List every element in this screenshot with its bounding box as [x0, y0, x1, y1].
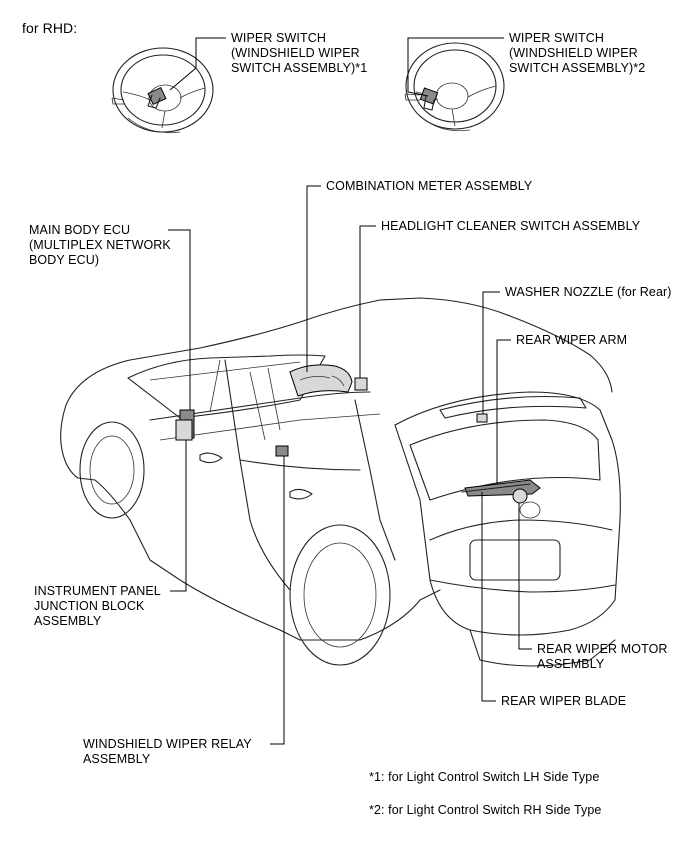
label-wiper-switch-rh: WIPER SWITCH (WINDSHIELD WIPER SWITCH AS…: [509, 31, 646, 75]
label-headlight-cleaner-switch: HEADLIGHT CLEANER SWITCH ASSEMBLY: [381, 219, 641, 233]
label-windshield-wiper-relay: WINDSHIELD WIPER RELAY ASSEMBLY: [83, 737, 252, 766]
label-rear-wiper-blade: REAR WIPER BLADE: [501, 694, 627, 708]
label-wiper-switch-lh: WIPER SWITCH (WINDSHIELD WIPER SWITCH AS…: [231, 31, 368, 75]
rear-wiper-motor-part: [512, 488, 528, 504]
label-rear-wiper-arm: REAR WIPER ARM: [516, 333, 628, 347]
footnote-2: *2: for Light Control Switch RH Side Typ…: [369, 803, 602, 817]
windshield-wiper-relay-part: [275, 445, 289, 457]
label-main-body-ecu: MAIN BODY ECU (MULTIPLEX NETWORK BODY EC…: [29, 223, 171, 267]
steering-wheel-rh-illustration: [404, 42, 505, 132]
rear-wiper-blade-part: [461, 483, 531, 493]
leader-lines: [168, 37, 532, 745]
combination-meter-part: [289, 364, 353, 397]
headlight-cleaner-switch-part: [354, 377, 368, 391]
label-washer-nozzle: WASHER NOZZLE (for Rear): [505, 285, 672, 299]
label-combination-meter: COMBINATION METER ASSEMBLY: [326, 179, 533, 193]
steering-wheel-lh-illustration: [111, 47, 214, 134]
footnote-1: *1: for Light Control Switch LH Side Typ…: [369, 770, 600, 784]
washer-nozzle-part: [476, 413, 488, 423]
label-instrument-panel-junction-block: INSTRUMENT PANEL JUNCTION BLOCK ASSEMBLY: [34, 584, 161, 628]
header-text: for RHD:: [22, 20, 78, 36]
label-rear-wiper-motor: REAR WIPER MOTOR ASSEMBLY: [537, 642, 668, 671]
instrument-panel-junction-block-part: [175, 419, 193, 441]
